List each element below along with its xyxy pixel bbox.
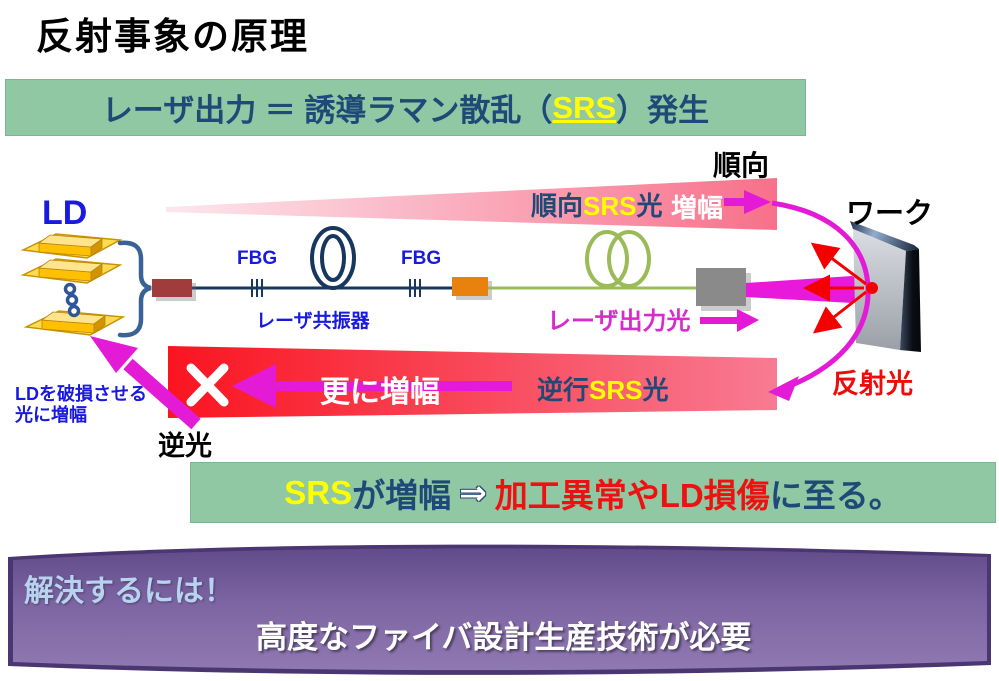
reflection-label: 反射光 <box>832 369 913 399</box>
banner-result-srs: SRS <box>284 473 353 511</box>
backward-srs-label: 逆行SRS光 <box>537 375 669 405</box>
resonator-fiber-coil-icon <box>310 226 356 290</box>
isolator-component <box>152 279 192 297</box>
banner-srs-post: ）発生 <box>616 93 710 128</box>
ld-damage-note: LDを破損させる 光に増幅 <box>15 384 147 425</box>
page-title: 反射事象の原理 <box>36 16 309 57</box>
scatter-arrows <box>803 242 867 334</box>
workpiece-block <box>850 221 921 352</box>
banner-srs: レーザ出力 ＝ 誘導ラマン散乱（SRS）発生 <box>5 79 806 136</box>
backward-direction-label: 逆光 <box>158 431 212 461</box>
workpiece-label: ワーク <box>846 198 934 230</box>
output-fiber-coil-icon <box>585 230 651 288</box>
coupler-component <box>452 277 488 296</box>
banner-result-danger: 加工異常やLD損傷 <box>494 476 770 514</box>
backward-amp-arrow <box>232 364 512 408</box>
output-head-component <box>696 268 746 306</box>
forward-amp-label: 増幅 <box>671 193 724 223</box>
banner-srs-pre: レーザ出力 ＝ 誘導ラマン散乱（ <box>101 93 553 128</box>
backward-amp-label: 更に増幅 <box>320 376 440 409</box>
solution-body: 高度なファイバ設計生産技術が必要 <box>256 620 752 655</box>
banner-srs-keyword: SRS <box>552 89 617 125</box>
beam-spot <box>866 282 878 294</box>
ld-damage-arrow <box>90 336 201 430</box>
forward-direction-label: 順向 <box>713 150 770 181</box>
banner-result-tail: に至る。 <box>769 476 902 514</box>
resonator-label: レーザ共振器 <box>256 311 370 332</box>
fbg-grating-2 <box>409 279 421 297</box>
banner-result-arrow: ⇒ <box>459 474 487 511</box>
x-mark-icon <box>186 363 229 407</box>
output-light-label: レーザ出力光 <box>547 308 691 335</box>
output-arrow <box>700 309 759 332</box>
solution-banner-shape <box>8 544 991 675</box>
solution-heading: 解決するには！ <box>24 575 234 608</box>
forward-amp-arrow <box>724 190 771 214</box>
fbg1-label: FBG <box>237 248 278 269</box>
fbg2-label: FBG <box>401 248 442 269</box>
forward-gain-wedge <box>166 178 777 230</box>
combiner-brace-icon <box>117 240 152 338</box>
ld-dots <box>63 282 81 318</box>
ld-label: LD <box>42 194 88 232</box>
banner-result-amp: が増幅 <box>352 476 452 514</box>
fbg-grating-1 <box>251 279 263 297</box>
forward-srs-label: 順向SRS光 <box>531 191 663 221</box>
